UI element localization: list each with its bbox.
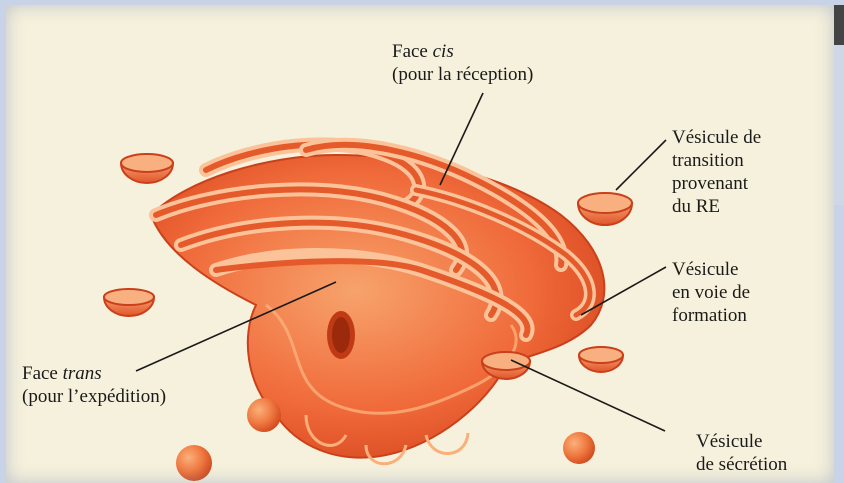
- transition-vesicle-label: Vésicule de transition provenant du RE: [672, 126, 761, 218]
- page-edge: [834, 5, 844, 205]
- cis-face-label: Face cis (pour la réception): [392, 40, 533, 86]
- trans-face-label: Face trans (pour l’expédition): [22, 362, 166, 408]
- secretion-vesicle-label: Vésicule de sécrétion: [696, 430, 787, 476]
- secretion-sphere: [247, 398, 281, 432]
- transition-leader-line: [616, 140, 666, 190]
- secretion-leader-line: [511, 360, 665, 431]
- transition-vesicle: [578, 193, 632, 225]
- forming-vesicle-label: Vésicule en voie de formation: [672, 258, 750, 327]
- cup-vesicle: [104, 289, 154, 316]
- cup-vesicle: [121, 154, 173, 183]
- secretion-sphere: [563, 432, 595, 464]
- cup-vesicle: [579, 347, 623, 372]
- secretion-sphere: [176, 445, 212, 481]
